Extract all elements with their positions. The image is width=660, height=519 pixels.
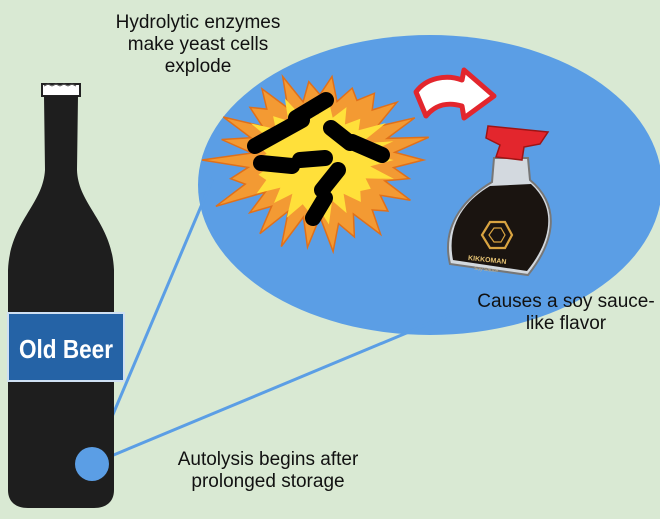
curved-arrow-icon bbox=[413, 67, 497, 121]
yeast-cell-icon bbox=[292, 150, 333, 168]
soy-sauce-bottle-icon bbox=[447, 125, 552, 277]
yeast-cell-icon bbox=[247, 112, 310, 154]
yeast-cell-icon bbox=[305, 190, 333, 226]
bottle-zoom-spot bbox=[75, 447, 109, 481]
yeast-cell-icon bbox=[344, 134, 390, 163]
caption-enzymes: Hydrolytic enzymes make yeast cells expl… bbox=[115, 12, 281, 77]
soy-label-subtitle: Soy Sauce bbox=[474, 266, 499, 275]
caption-soy-flavor: Causes a soy sauce-like flavor bbox=[477, 291, 655, 334]
yeast-cell-icon bbox=[314, 162, 346, 198]
beer-bottle-icon bbox=[7, 83, 125, 508]
caption-autolysis: Autolysis begins after prolonged storage bbox=[177, 449, 359, 492]
yeast-cell-icon bbox=[253, 155, 300, 174]
yeast-cells bbox=[247, 92, 390, 226]
zoom-line-bottom bbox=[91, 312, 453, 466]
bottle-label-text: Old Beer bbox=[19, 334, 113, 364]
soy-label-brand: KIKKOMAN bbox=[468, 255, 507, 266]
